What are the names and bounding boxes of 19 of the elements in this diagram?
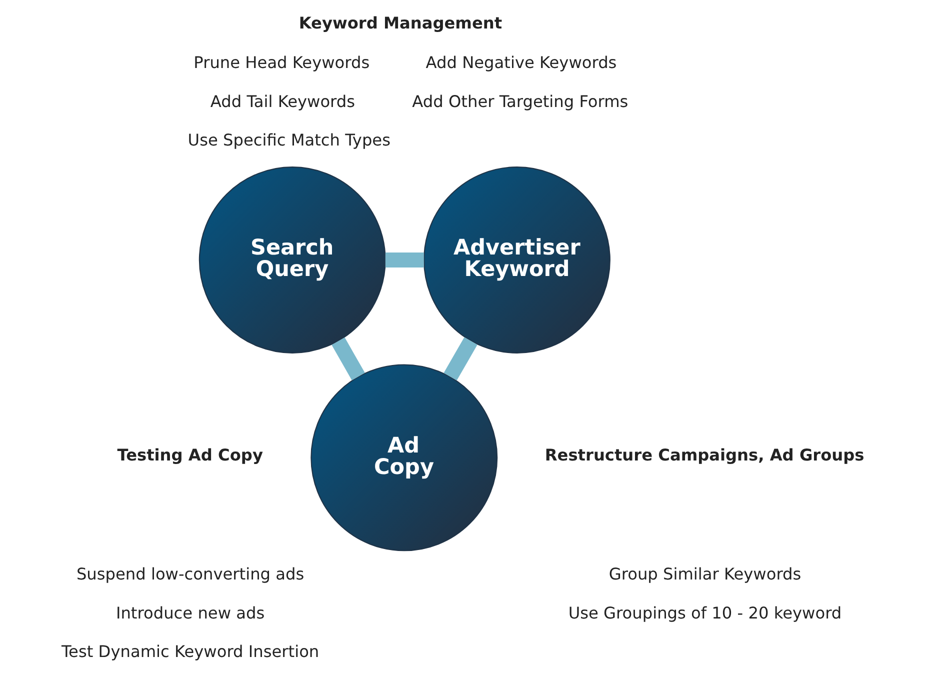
label: Group Similar Keywords (608, 564, 801, 584)
label: Add Tail Keywords (210, 92, 355, 111)
connector (331, 337, 364, 380)
label: Add Negative Keywords (425, 53, 616, 72)
label: Testing Ad Copy (116, 445, 262, 464)
label: Use Specific Match Types (187, 130, 390, 150)
connector (443, 337, 477, 380)
label: Restructure Campaigns, Ad Groups (544, 445, 864, 464)
label: Add Other Targeting Forms (412, 92, 628, 111)
node-circle: Ad Copy (310, 364, 498, 552)
label: Keyword Management (298, 13, 502, 32)
label: Suspend low-converting ads (76, 564, 304, 584)
node-circle: Search Query (198, 166, 386, 354)
label: Test Dynamic Keyword Insertion (60, 642, 319, 662)
label: Introduce new ads (115, 603, 264, 622)
connector (384, 252, 424, 268)
node-circle: Advertiser Keyword (422, 166, 610, 354)
label: Use Groupings of 10 - 20 keyword (568, 603, 842, 622)
label: Prune Head Keywords (193, 53, 370, 72)
